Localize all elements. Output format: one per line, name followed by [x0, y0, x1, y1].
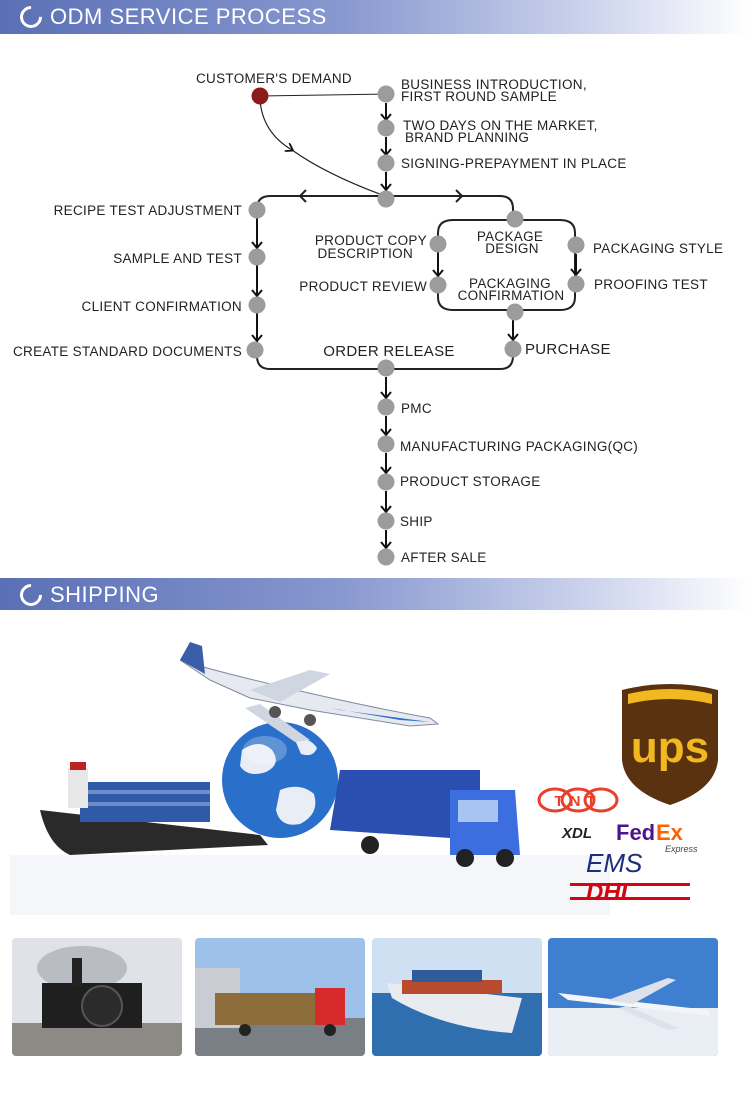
process-title: ODM SERVICE PROCESS: [50, 4, 327, 30]
step-dot: [507, 304, 524, 321]
step-dot: [378, 513, 395, 530]
step-client-confirmation: CLIENT CONFIRMATION: [82, 299, 242, 314]
cargo-ship-thumbnail: [372, 938, 542, 1056]
shipping-illustration: ups TNT XDL Fed Ex Express EMS DHL: [10, 640, 740, 920]
step-dot: [430, 277, 447, 294]
truck-icon: [330, 770, 520, 867]
step-dot: [378, 549, 395, 566]
svg-text:Fed: Fed: [616, 820, 655, 845]
step-recipe-test: RECIPE TEST ADJUSTMENT: [54, 203, 242, 218]
truck-thumbnail: [195, 938, 365, 1056]
down-arrow-icon: [252, 314, 262, 341]
customer-demand-label: CUSTOMER'S DEMAND: [196, 71, 352, 86]
step-dot: [378, 120, 395, 137]
proofing-test: PROOFING TEST: [594, 277, 708, 292]
step-dot: [378, 360, 395, 377]
step-dot: [249, 297, 266, 314]
down-arrow-icon: [381, 416, 391, 435]
globe-icon: [222, 722, 338, 838]
purchase-label: PURCHASE: [525, 341, 611, 358]
down-arrow-icon: [381, 377, 391, 398]
ems-logo-icon: EMS: [586, 848, 643, 878]
step-after-sale: AFTER SALE: [401, 550, 487, 565]
down-arrow-icon: [508, 321, 518, 340]
step-dot: [378, 474, 395, 491]
start-dot: [252, 88, 269, 105]
circle-logo-icon: [15, 1, 46, 32]
down-arrow-icon: [571, 254, 581, 275]
step-sample-test: SAMPLE AND TEST: [113, 251, 242, 266]
svg-text:DHL: DHL: [586, 879, 635, 906]
ups-logo-icon: ups: [622, 684, 718, 805]
svg-text:XDL: XDL: [561, 825, 592, 842]
down-arrow-icon: [433, 253, 443, 276]
svg-text:Ex: Ex: [656, 820, 684, 845]
step-dot: [505, 341, 522, 358]
step-pmc: PMC: [401, 401, 432, 416]
step-dot: [247, 342, 264, 359]
step-dot: [249, 202, 266, 219]
airplane-icon: [180, 642, 438, 742]
airplane-thumbnail: [548, 938, 718, 1056]
circle-logo-icon: [15, 579, 46, 610]
odm-process-diagram: CUSTOMER'S DEMAND BUSINESS INTRODUCTION,…: [0, 40, 750, 580]
down-arrow-icon: [381, 491, 391, 512]
step-dot: [378, 436, 395, 453]
down-arrow-icon: [381, 453, 391, 473]
shipping-title: SHIPPING: [50, 582, 159, 608]
down-arrow-icon: [381, 172, 391, 190]
package-design-2: DESIGN: [485, 241, 539, 256]
step-signing: SIGNING-PREPAYMENT IN PLACE: [401, 156, 627, 171]
down-arrow-icon: [381, 530, 391, 548]
product-copy-2: DESCRIPTION: [317, 246, 413, 261]
step-standard-docs: CREATE STANDARD DOCUMENTS: [13, 344, 242, 359]
step-dot: [378, 191, 395, 208]
order-release-label: ORDER RELEASE: [323, 343, 454, 360]
step-two-days-2: BRAND PLANNING: [405, 130, 529, 145]
down-arrow-icon: [252, 266, 262, 296]
step-manufacturing: MANUFACTURING PACKAGING(QC): [400, 439, 638, 454]
packaging-style: PACKAGING STYLE: [593, 241, 723, 256]
step-dot: [507, 211, 524, 228]
step-dot: [430, 236, 447, 253]
step-dot: [249, 249, 266, 266]
step-ship: SHIP: [400, 514, 433, 529]
step-dot: [378, 155, 395, 172]
step-storage: PRODUCT STORAGE: [400, 474, 541, 489]
packaging-confirmation-2: CONFIRMATION: [458, 288, 565, 303]
dhl-logo-icon: DHL: [570, 879, 690, 906]
step-dot: [568, 276, 585, 293]
train-thumbnail: [12, 938, 182, 1056]
tnt-logo-icon: TNT: [539, 789, 617, 811]
process-banner: ODM SERVICE PROCESS: [0, 0, 750, 34]
step-business-intro-2: FIRST ROUND SAMPLE: [401, 89, 557, 104]
down-arrow-icon: [381, 137, 391, 155]
down-arrow-icon: [252, 219, 262, 248]
shipping-banner: SHIPPING: [0, 578, 750, 610]
svg-text:TNT: TNT: [554, 793, 601, 810]
step-dot: [378, 399, 395, 416]
step-dot: [378, 86, 395, 103]
down-arrow-icon: [381, 103, 391, 120]
step-dot: [568, 237, 585, 254]
svg-text:ups: ups: [631, 723, 709, 772]
svg-text:Express: Express: [665, 844, 698, 854]
product-review: PRODUCT REVIEW: [299, 279, 427, 294]
